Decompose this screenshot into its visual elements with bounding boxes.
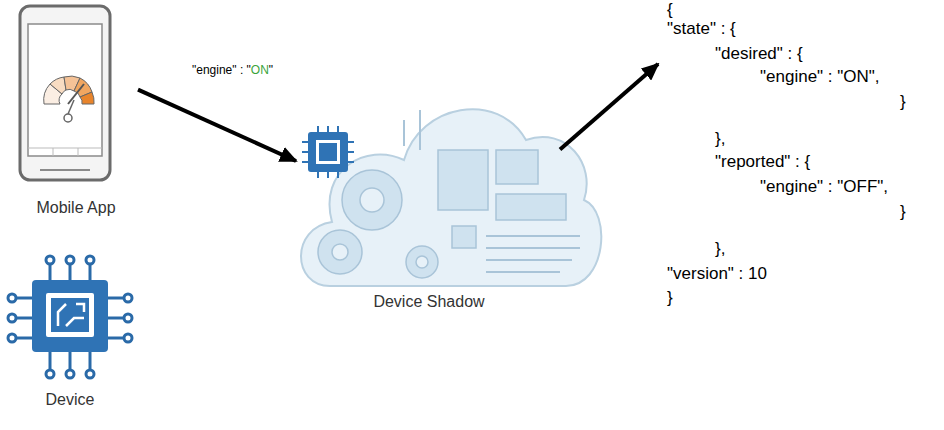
cloud-illustration-part	[327, 172, 329, 178]
gauge-icon	[44, 76, 94, 122]
phone-icon-part	[78, 148, 79, 156]
phone-icon-part	[28, 24, 102, 156]
gauge-icon-part	[64, 114, 72, 122]
cloud-illustration-part	[486, 235, 580, 237]
device-chip-icon-part	[32, 280, 108, 352]
device-chip-icon-part	[124, 334, 132, 342]
phone-icon-part	[20, 6, 110, 180]
device-chip-icon-part	[124, 294, 132, 302]
cloud-illustration-part	[317, 172, 319, 178]
cloud-illustration-part	[438, 150, 488, 210]
device-chip-icon-part	[58, 304, 84, 326]
json-line: {	[667, 0, 673, 20]
cloud-illustration-part	[302, 151, 308, 153]
cloud-node: Device Shadow	[298, 88, 560, 316]
device-chip-icon-part	[86, 370, 94, 378]
arrow-connector	[138, 90, 296, 161]
device-chip-icon	[8, 256, 132, 378]
json-line: "state" : {	[667, 19, 736, 39]
gauge-icon-part	[80, 92, 94, 104]
gauge-icon-part	[68, 100, 74, 114]
json-line: },	[715, 239, 725, 259]
cloud-illustration-part	[337, 126, 339, 132]
cloud-illustration-part	[327, 126, 329, 132]
device-chip-icon-part	[8, 256, 132, 378]
cloud-illustration-part	[496, 194, 566, 220]
device-chip-icon-part	[8, 294, 16, 302]
cloud-illustration-part	[486, 259, 572, 261]
cloud-illustration	[301, 109, 601, 286]
cloud-illustration-part	[301, 109, 601, 286]
cloud-illustration-part	[452, 226, 476, 248]
node-label: Device	[4, 390, 136, 410]
cloud-illustration-part	[486, 271, 560, 273]
edge-label: "engine" : "ON"	[190, 62, 275, 78]
device-chip-icon-part	[46, 256, 54, 264]
device-chip-icon-part	[66, 256, 74, 264]
arrow-connector	[560, 64, 658, 150]
cloud-illustration-part	[496, 150, 538, 184]
cloud-illustration-part	[416, 256, 428, 268]
json-node: {"state" : { "desired" : { "engine" : "ON"…	[660, 0, 936, 320]
cloud-illustration-part	[348, 161, 354, 163]
cloud-illustration-part	[404, 110, 580, 272]
cloud-illustration-part	[319, 143, 337, 161]
cloud-illustration-part	[302, 141, 308, 143]
cloud-illustration-part	[316, 140, 340, 164]
device-chip-icon-part	[46, 293, 94, 337]
cloud-illustration-part	[486, 247, 580, 249]
cloud-illustration-part	[302, 161, 308, 163]
gauge-icon-part	[50, 77, 66, 94]
phone-node: Mobile App	[14, 4, 138, 218]
cloud-illustration-part	[317, 126, 319, 132]
device-node: Device	[4, 250, 136, 414]
node-label: Mobile App	[14, 198, 138, 218]
gauge-icon-part	[68, 84, 84, 104]
cloud-illustration-part	[360, 188, 384, 212]
device-chip-icon-part	[8, 334, 16, 342]
cloud-illustration-part	[348, 141, 354, 143]
json-line: },	[715, 129, 725, 149]
phone-icon-part	[28, 148, 102, 149]
cloud-illustration-part	[318, 230, 362, 274]
cloud-illustration-part	[302, 126, 354, 178]
cloud-illustration-part	[404, 110, 420, 150]
json-line: }	[667, 288, 673, 308]
cloud-illustration-part	[332, 244, 348, 260]
device-chip-icon-part	[51, 298, 89, 332]
json-line: }	[900, 92, 906, 112]
device-chip-icon-part	[86, 256, 94, 264]
node-label: Device Shadow	[298, 292, 560, 312]
cloud-illustration-part	[348, 151, 354, 153]
cloud-illustration-part	[302, 126, 354, 178]
device-chip-icon-part	[46, 370, 54, 378]
phone-icon	[20, 6, 110, 180]
json-line: "engine" : "OFF",	[760, 177, 888, 197]
cloud-illustration-part	[406, 246, 438, 278]
device-chip-icon-part	[124, 314, 132, 322]
cloud-illustration-part	[342, 170, 402, 230]
phone-icon-part	[53, 148, 54, 156]
json-line: "engine" : "ON",	[760, 67, 880, 87]
json-line: "desired" : {	[715, 44, 803, 64]
cloud-illustration-part	[318, 150, 566, 278]
json-line: "version" : 10	[667, 264, 767, 284]
json-line: "reported" : {	[715, 152, 810, 172]
device-chip-icon-part	[66, 370, 74, 378]
phone-icon-part	[40, 169, 90, 171]
json-line: }	[900, 202, 906, 222]
device-chip-icon-part	[8, 314, 16, 322]
cloud-illustration-part	[308, 132, 348, 172]
cloud-illustration-part	[337, 172, 339, 178]
